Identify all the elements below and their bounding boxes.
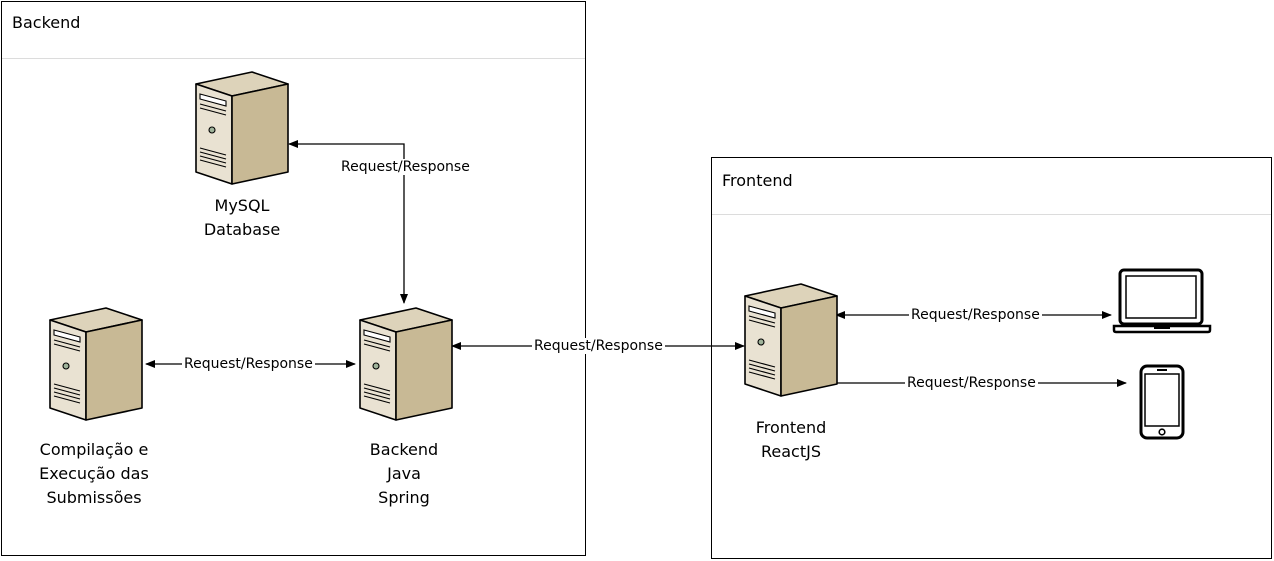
frontend-label-line2: ReactJS <box>761 442 821 461</box>
compiler-label-line3: Submissões <box>46 488 142 507</box>
edge-label-frontend-laptop: Request/Response <box>909 307 1042 323</box>
edge-db-backend <box>288 140 408 304</box>
backend-container-title: Backend <box>12 13 81 32</box>
backend-header-divider <box>2 58 585 59</box>
mysql-database-label: MySQL Database <box>182 194 302 242</box>
backend-label-line2: Java <box>387 464 421 483</box>
smartphone-icon <box>1139 364 1185 440</box>
backend-label-line1: Backend <box>369 440 439 459</box>
backend-label-line3: Spring <box>378 488 430 507</box>
backend-server-label: Backend Java Spring <box>354 438 454 510</box>
frontend-server-label: Frontend ReactJS <box>736 416 846 464</box>
edge-label-backend-frontend: Request/Response <box>532 338 665 354</box>
edge-label-compiler-backend: Request/Response <box>182 356 315 372</box>
frontend-container-title: Frontend <box>722 171 793 190</box>
server-tower-icon <box>49 307 143 421</box>
compiler-node-label: Compilação e Execução das Submissões <box>24 438 164 510</box>
mysql-label-line2: Database <box>203 220 281 239</box>
frontend-header-divider <box>712 214 1271 215</box>
server-tower-icon <box>359 307 453 421</box>
edge-label-frontend-phone: Request/Response <box>905 375 1038 391</box>
mysql-label-line1: MySQL <box>214 196 270 215</box>
frontend-label-line1: Frontend <box>755 418 827 437</box>
laptop-icon <box>1112 268 1212 334</box>
compiler-label-line1: Compilação e <box>39 440 149 459</box>
edge-label-db-backend: Request/Response <box>339 159 472 175</box>
server-tower-icon <box>195 71 289 185</box>
compiler-label-line2: Execução das <box>39 464 149 483</box>
server-tower-icon <box>744 283 838 397</box>
